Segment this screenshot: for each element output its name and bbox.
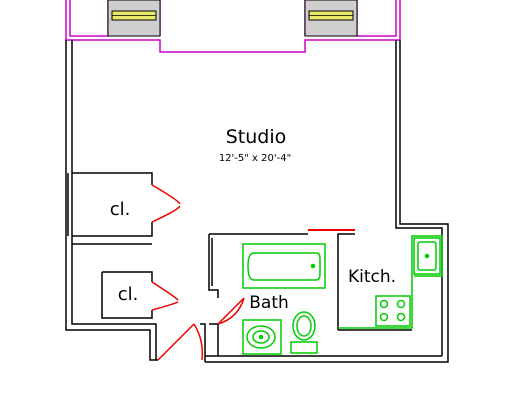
door-swing-icon [151,281,179,311]
kitchen-counter [338,235,443,329]
door-swing-icon [157,323,204,361]
window-icon [107,0,161,37]
closet-upper-label: cl. [110,199,131,220]
stove-icon [375,295,411,327]
door-swing-icon [217,297,245,325]
kitchen-label: Kitch. [348,267,396,287]
studio-label: Studio [226,126,287,148]
kitchen-sink-icon [417,241,437,271]
closet-lower-label: cl. [118,284,139,305]
bath-label: Bath [249,293,289,313]
window-icon [304,0,358,37]
bathtub-icon [242,243,326,289]
sink-icon [242,319,282,355]
door-swing-icon [151,184,181,223]
studio-size-label: 12'-5" x 20'-4" [219,153,291,164]
walls [65,40,449,363]
toilet-icon [290,311,318,354]
